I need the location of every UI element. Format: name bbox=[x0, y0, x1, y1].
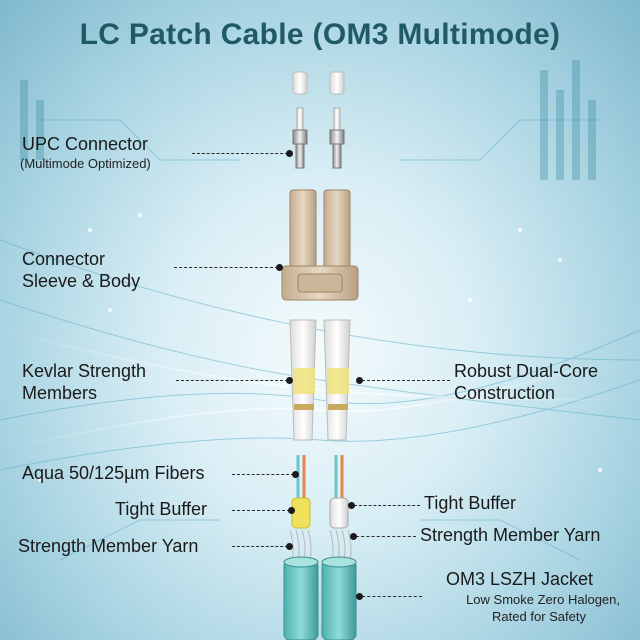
leader-dot-fibers bbox=[292, 471, 299, 478]
leader-jacket bbox=[362, 596, 422, 597]
leader-strength-yarn-left bbox=[232, 546, 288, 547]
leader-dot-yarn-right bbox=[350, 533, 357, 540]
page-title: LC Patch Cable (OM3 Multimode) bbox=[79, 18, 561, 51]
leader-sleeve bbox=[174, 267, 278, 268]
leader-dot-jacket bbox=[356, 593, 363, 600]
tight-buffers bbox=[291, 497, 349, 529]
leader-dot-buffer-left bbox=[288, 507, 295, 514]
leader-upc-connector bbox=[192, 153, 288, 154]
leader-dot-buffer-right bbox=[348, 502, 355, 509]
leader-dot-dual-core bbox=[356, 377, 363, 384]
label-aqua-fibers: Aqua 50/125µm Fibers bbox=[22, 463, 205, 483]
label-tight-buffer-left: Tight Buffer bbox=[115, 499, 208, 519]
boots-kevlar bbox=[289, 319, 351, 441]
upc-ferrules bbox=[292, 107, 345, 169]
leader-dot-upc bbox=[286, 150, 293, 157]
label-jacket-sub2: Rated for Safety bbox=[492, 609, 586, 624]
leader-tight-buffer-right bbox=[354, 505, 420, 506]
label-strength-yarn-left: Strength Member Yarn bbox=[18, 536, 199, 556]
leader-kevlar bbox=[176, 380, 288, 381]
leader-tight-buffer-left bbox=[232, 510, 290, 511]
label-upc-connector-sub: (Multimode Optimized) bbox=[20, 156, 151, 171]
label-dual-core-line2: Construction bbox=[454, 383, 556, 403]
label-kevlar-line1: Kevlar Strength bbox=[22, 361, 147, 381]
label-strength-yarn-right: Strength Member Yarn bbox=[420, 525, 601, 545]
aqua-jackets bbox=[283, 556, 357, 640]
label-tight-buffer-right: Tight Buffer bbox=[424, 493, 517, 513]
label-jacket: OM3 LSZH Jacket bbox=[446, 569, 594, 589]
dust-caps bbox=[292, 71, 345, 95]
leader-dot-kevlar bbox=[286, 377, 293, 384]
connector-body bbox=[281, 189, 359, 301]
leader-dual-core bbox=[362, 380, 450, 381]
leader-dot-sleeve bbox=[276, 264, 283, 271]
fibers bbox=[296, 455, 344, 500]
label-upc-connector: UPC Connector bbox=[22, 134, 149, 154]
label-sleeve-line2: Sleeve & Body bbox=[22, 271, 141, 291]
leader-strength-yarn-right bbox=[356, 536, 416, 537]
leader-dot-yarn-left bbox=[286, 543, 293, 550]
label-dual-core-line1: Robust Dual-Core bbox=[454, 361, 599, 381]
leader-aqua-fibers bbox=[232, 474, 294, 475]
label-kevlar-line2: Members bbox=[22, 383, 98, 403]
label-jacket-sub1: Low Smoke Zero Halogen, bbox=[466, 592, 620, 607]
label-sleeve-line1: Connector bbox=[22, 249, 106, 269]
